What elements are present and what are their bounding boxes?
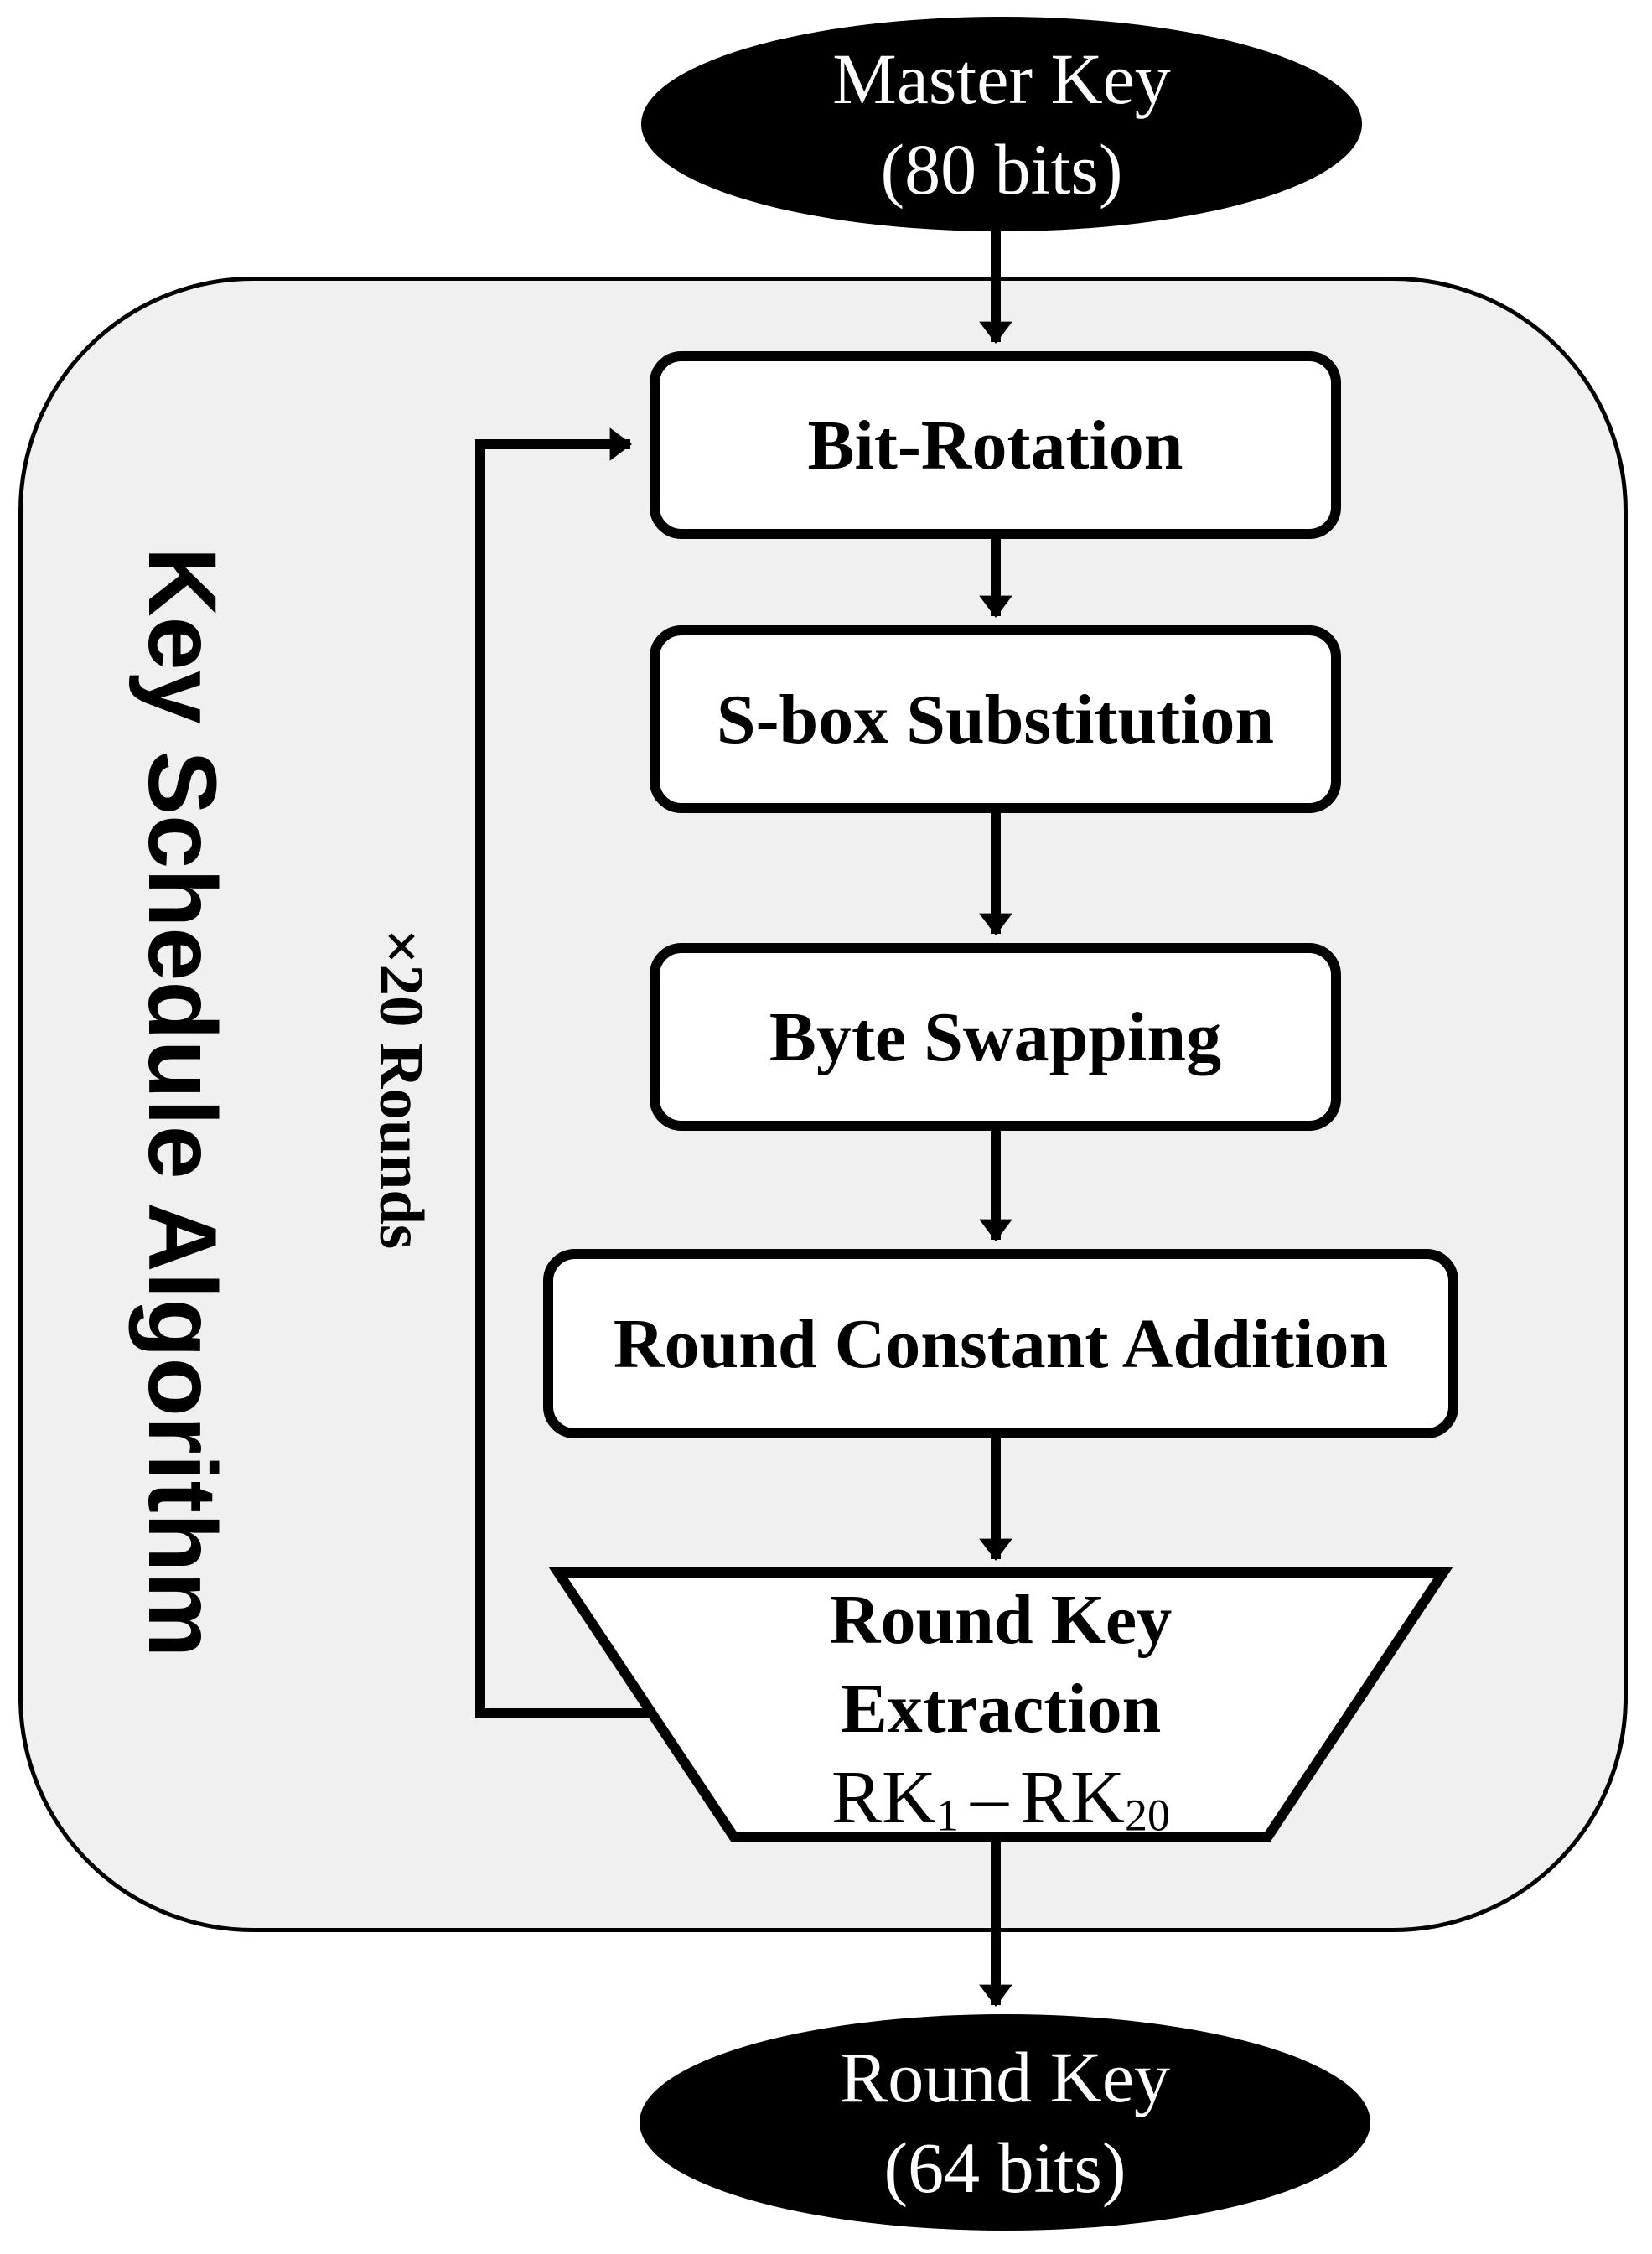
container-title-text: Key Schedule Algorithm	[128, 547, 236, 1658]
round-key-extraction-label: Round Key Extraction RK1–RK20	[553, 1576, 1448, 1860]
loop-rounds-label: ×20 Rounds	[366, 904, 436, 1273]
step-sbox-substitution-label: S-box Substitution	[716, 680, 1275, 759]
extraction-line1: Round Key	[829, 1581, 1173, 1659]
step-byte-swapping-label: Byte Swapping	[769, 997, 1222, 1076]
master-key-line1: Master Key	[832, 39, 1171, 119]
rk2-base: RK	[1020, 1756, 1126, 1839]
rk-range-dash: –	[971, 1756, 1008, 1839]
master-key-node: Master Key (80 bits)	[641, 17, 1362, 231]
rk1-base: RK	[831, 1756, 936, 1839]
rk2-subscript: 20	[1125, 1790, 1171, 1841]
extraction-line2: Extraction	[840, 1670, 1162, 1748]
step-bit-rotation: Bit-Rotation	[650, 351, 1341, 539]
step-byte-swapping: Byte Swapping	[650, 943, 1341, 1131]
round-key-line2: (64 bits)	[883, 2127, 1126, 2208]
extraction-rk-range: RK1–RK20	[553, 1754, 1448, 1860]
step-round-constant-addition-label: Round Constant Addition	[613, 1304, 1389, 1383]
loop-rounds-text: ×20 Rounds	[366, 928, 436, 1250]
loop-arrow	[475, 427, 675, 1718]
master-key-line2: (80 bits)	[880, 129, 1123, 210]
rk1-subscript: 1	[936, 1790, 959, 1841]
step-round-constant-addition: Round Constant Addition	[543, 1249, 1458, 1438]
container-title: Key Schedule Algorithm	[119, 306, 245, 1899]
round-key-extraction-shape	[548, 1567, 1453, 1842]
step-sbox-substitution: S-box Substitution	[650, 625, 1341, 813]
step-bit-rotation-label: Bit-Rotation	[807, 406, 1183, 484]
round-key-line1: Round Key	[839, 2037, 1171, 2117]
round-key-node: Round Key (64 bits)	[640, 2014, 1370, 2231]
